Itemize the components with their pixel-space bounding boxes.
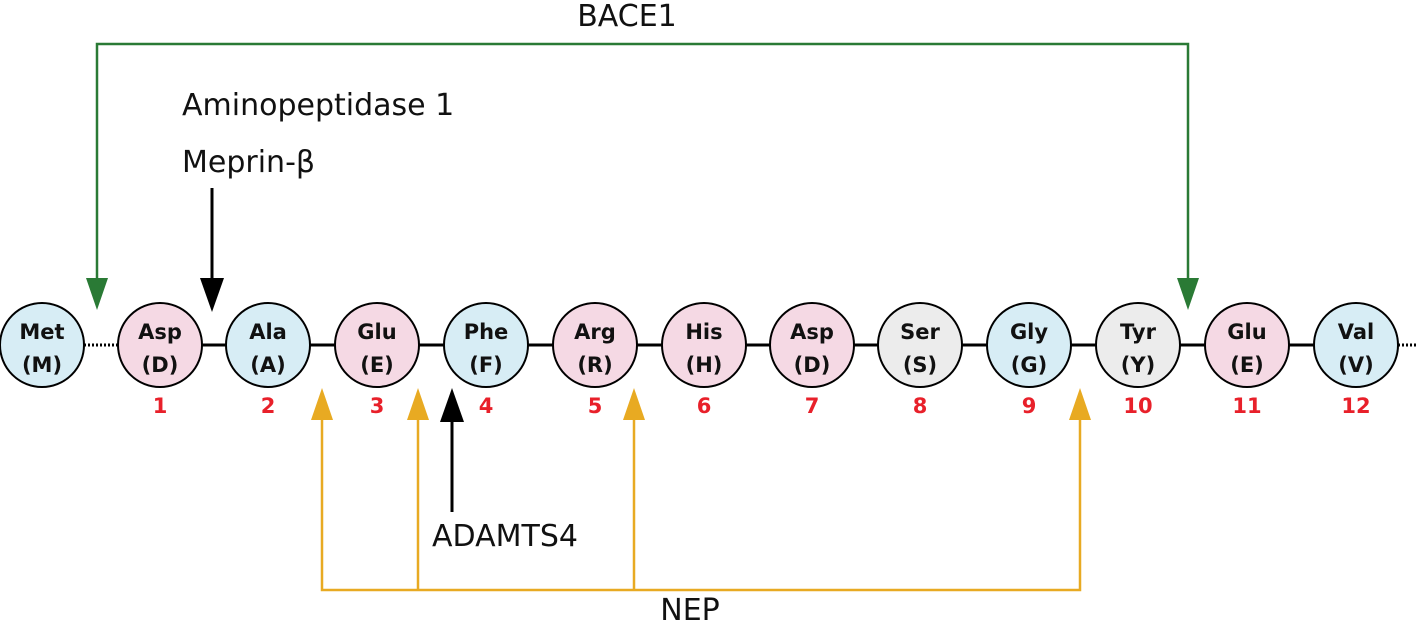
residue-name: Gly [1010,320,1048,344]
bace1-cleavage-arrows [86,42,1199,310]
meprin-cleavage-arrow [200,188,224,312]
residue: Ala (A) 2 [225,302,311,418]
residue: Glu (E) 3 [334,302,420,418]
residue-code: (F) [469,353,503,377]
residue-code: (V) [1338,353,1373,377]
residue-name: Glu [357,320,396,344]
residue: Glu (E) 11 [1204,302,1290,418]
residue-circle [1313,302,1399,388]
residue-circle [986,302,1072,388]
residue-code: (D) [794,353,831,377]
residue-chain: Met (M) Asp (D) 1 Ala (A) 2 Glu (E) 3 Phe (F) 4 Arg (R)… [0,302,1399,418]
residue: Tyr (Y) 10 [1095,302,1181,418]
residue-name: Asp [138,320,182,344]
residue-name: Arg [574,320,616,344]
bace1-label: BACE1 [577,0,677,34]
residue-circle [661,302,747,388]
residue-circle [334,302,420,388]
residue-code: (G) [1011,353,1047,377]
residue-circle [117,302,203,388]
residue-circle [1095,302,1181,388]
residue-circle [769,302,855,388]
residue: Met (M) [0,302,85,388]
residue: Arg (R) 5 [552,302,638,418]
residue-name: Asp [790,320,834,344]
residue: Asp (D) 1 [117,302,203,418]
residue-code: (S) [903,353,937,377]
residue-code: (E) [360,353,394,377]
residue-number: 11 [1232,394,1261,418]
aminopeptidase-label: Aminopeptidase 1 [182,88,454,123]
nep-cleavage-arrows [311,388,1091,592]
residue-code: (E) [1230,353,1264,377]
residue-circle [552,302,638,388]
residue-name: Glu [1227,320,1266,344]
residue-name: Tyr [1120,320,1157,344]
residue-code: (A) [250,353,285,377]
residue-number: 7 [805,394,820,418]
residue-name: Val [1338,320,1374,344]
residue-number: 10 [1123,394,1152,418]
residue-name: Ala [249,320,287,344]
residue-number: 4 [479,394,494,418]
residue-circle [443,302,529,388]
residue-circle [0,302,85,388]
adamts4-cleavage-arrow [440,388,464,512]
residue-name: Met [19,320,64,344]
residue-number: 5 [588,394,603,418]
residue-code: (D) [142,353,179,377]
nep-label: NEP [660,593,720,627]
adamts4-label: ADAMTS4 [432,519,578,554]
residue-number: 1 [153,394,168,418]
residue-circle [1204,302,1290,388]
residue: Asp (D) 7 [769,302,855,418]
residue: Phe (F) 4 [443,302,529,418]
residue-name: Ser [900,320,940,344]
residue-circle [225,302,311,388]
residue-circle [877,302,963,388]
residue-code: (Y) [1121,353,1155,377]
residue-code: (R) [577,353,612,377]
residue: Val (V) 12 [1313,302,1399,418]
residue-code: (H) [686,353,723,377]
residue-name: His [685,320,722,344]
residue: Ser (S) 8 [877,302,963,418]
residue-number: 9 [1022,394,1037,418]
residue-name: Phe [464,320,509,344]
residue: His (H) 6 [661,302,747,418]
residue: Gly (G) 9 [986,302,1072,418]
residue-number: 6 [697,394,712,418]
meprin-label: Meprin-β [182,145,315,180]
residue-number: 2 [261,394,276,418]
residue-number: 12 [1341,394,1370,418]
residue-code: (M) [22,353,62,377]
residue-number: 8 [913,394,928,418]
residue-number: 3 [370,394,385,418]
